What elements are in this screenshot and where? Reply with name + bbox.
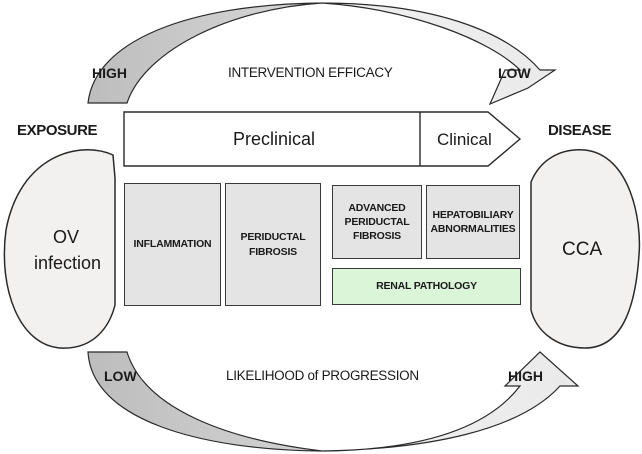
box-renal-pathology: RENAL PATHOLOGY [332,268,521,305]
stage-timeline-arrow [123,111,522,167]
disease-heading: DISEASE [548,122,612,139]
stage-preclinical-label: Preclinical [233,129,316,149]
box-hepatobiliary-line-1: HEPATOBILIARY [432,208,514,221]
box-advanced-periductal-fibrosis: ADVANCED PERIDUCTAL FIBROSIS [332,185,422,259]
box-renal-pathology-text: RENAL PATHOLOGY [376,280,477,293]
box-advanced-line-1: ADVANCED [348,201,406,214]
bottom-arrow-start-label: LOW [104,368,137,384]
bottom-arrow-title: LIKELIHOOD of PROGRESSION [226,368,419,383]
exposure-heading: EXPOSURE [17,122,98,139]
box-inflammation: INFLAMMATION [124,183,221,306]
top-arrow-title: INTERVENTION EFFICACY [228,65,393,80]
likelihood-progression-arrow [87,351,580,452]
exposure-line-1: OV [53,227,80,247]
disease-label: CCA [562,239,603,260]
box-periductal-fibrosis-line-1: PERIDUCTAL [240,231,306,244]
top-arrow-start-label: HIGH [92,65,127,81]
box-advanced-line-2: PERIDUCTAL [344,215,410,228]
bottom-arrow-end-label: HIGH [508,368,543,384]
intervention-efficacy-arrow [87,2,557,106]
top-arrow-end-label: LOW [498,65,531,81]
stage-clinical-label: Clinical [437,130,492,149]
box-periductal-fibrosis-line-2: FIBROSIS [248,245,297,258]
box-periductal-fibrosis: PERIDUCTAL FIBROSIS [225,183,321,306]
exposure-line-2: infection [34,253,102,273]
box-inflammation-text: INFLAMMATION [133,238,212,251]
exposure-ellipse [3,149,116,349]
box-hepatobiliary-line-2: ABNORMALITIES [430,223,516,235]
box-advanced-line-3: FIBROSIS [352,230,401,243]
disease-ellipse [530,149,641,349]
box-hepatobiliary-abnormalities: HEPATOBILIARY ABNORMALITIES [426,185,520,259]
